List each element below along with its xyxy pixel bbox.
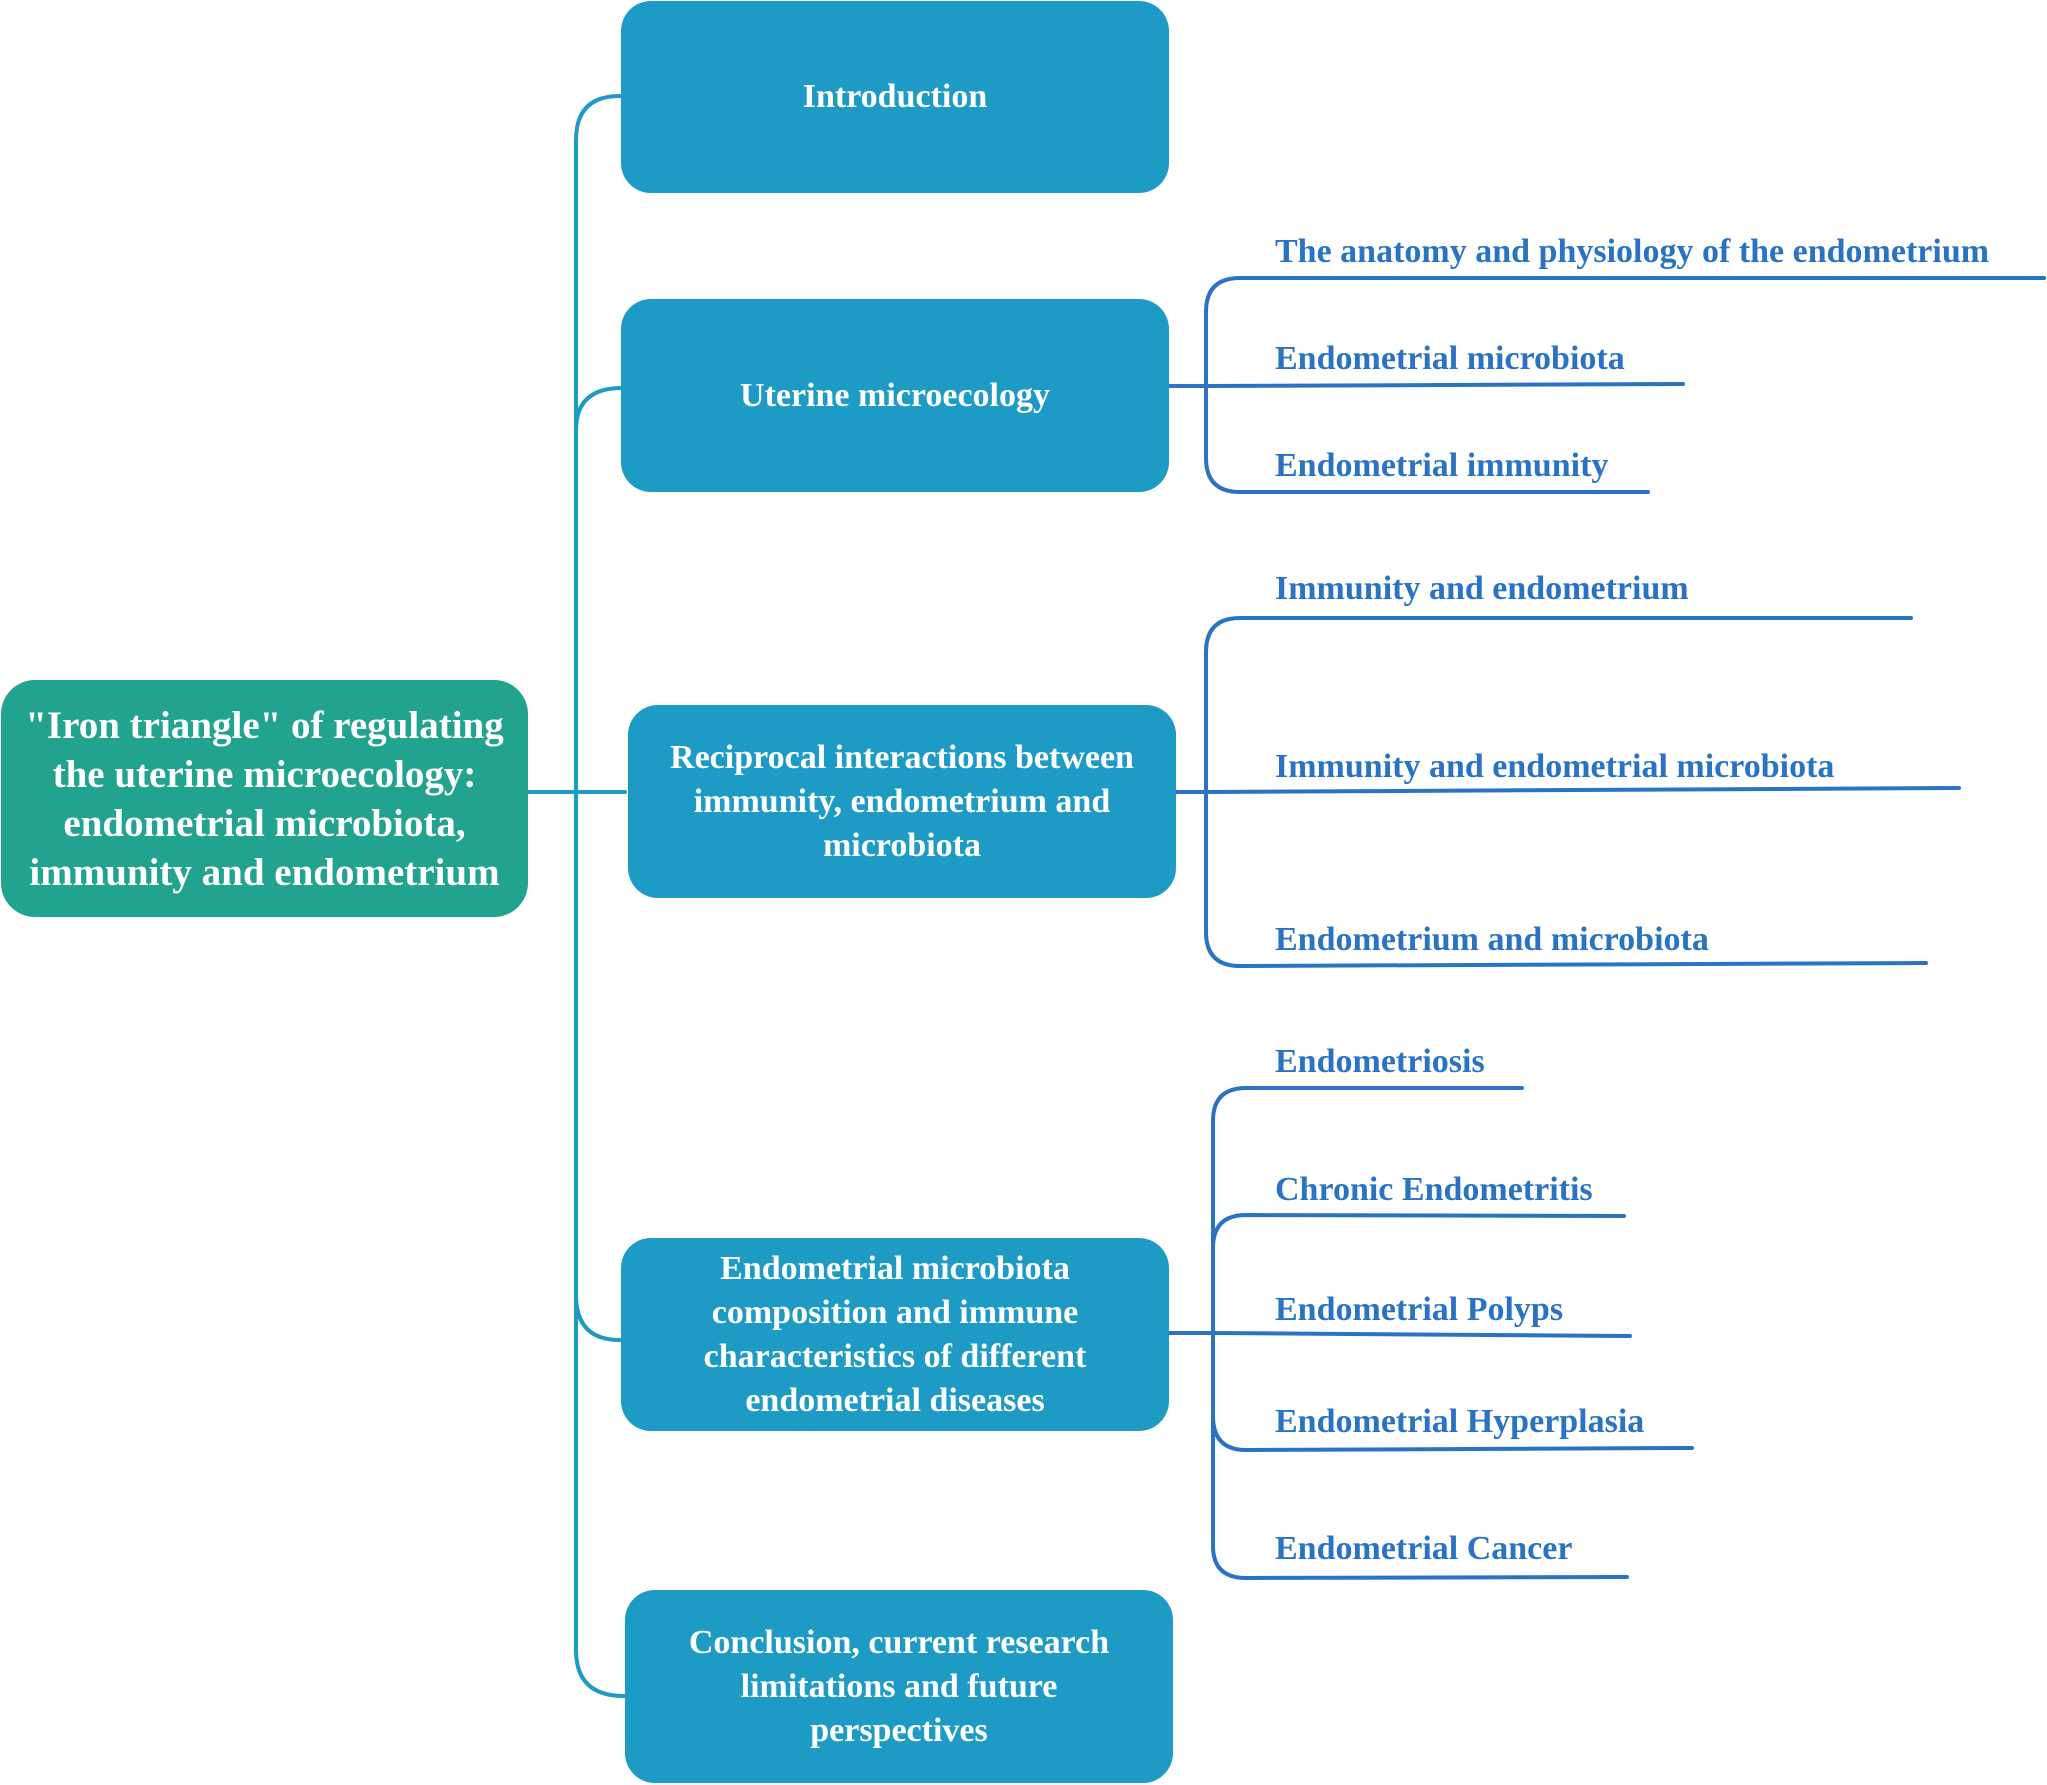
branch-endometrial-diseases-label: Endometrial microbiota composition and i… <box>703 1249 1087 1419</box>
branch-reciprocal-interactions: Reciprocal interactions between immunity… <box>628 705 1176 898</box>
spine-tick-uterine <box>574 386 624 432</box>
leaf-endometrial-cancer: Endometrial Cancer <box>1275 1530 1573 1567</box>
underline-imm-micro <box>1204 786 1961 794</box>
branch-introduction: Introduction <box>621 1 1169 193</box>
branch-reciprocal-interactions-label: Reciprocal interactions between immunity… <box>670 738 1134 864</box>
leaf-endometrial-polyps: Endometrial Polyps <box>1275 1291 1564 1328</box>
leaf-endometrial-hyperplasia: Endometrial Hyperplasia <box>1275 1403 1645 1440</box>
leaf-immunity-endometrium: Immunity and endometrium <box>1275 570 1689 607</box>
spine-tick-disease <box>574 1293 622 1342</box>
leaf-endometrium-microbiota: Endometrium and microbiota <box>1275 921 1709 958</box>
leaf-anatomy-physiology: The anatomy and physiology of the endome… <box>1275 233 1990 270</box>
root-node: "Iron triangle" of regulating the uterin… <box>1 680 528 917</box>
underline-hyperplasia <box>1211 1414 1694 1453</box>
leaf-immunity-microbiota: Immunity and endometrial microbiota <box>1275 748 1835 785</box>
leaf-endometrial-immunity: Endometrial immunity <box>1275 447 1609 484</box>
branch-uterine-microecology: Uterine microecology <box>621 299 1169 492</box>
leaf-endometriosis: Endometriosis <box>1275 1043 1485 1080</box>
branch-endometrial-diseases: Endometrial microbiota composition and i… <box>621 1238 1169 1431</box>
leaf-chronic-endometritis: Chronic Endometritis <box>1275 1171 1593 1208</box>
underline-microbiota <box>1204 382 1685 388</box>
main-spine <box>574 94 626 1698</box>
branch-conclusion: Conclusion, current research limitations… <box>625 1590 1173 1783</box>
branch-conclusion-label: Conclusion, current research limitations… <box>688 1623 1110 1749</box>
branch-introduction-label: Introduction <box>802 78 988 115</box>
underline-polyps <box>1211 1331 1632 1338</box>
branch-uterine-microecology-label: Uterine microecology <box>740 376 1050 414</box>
underline-endo-micro <box>1238 961 1928 968</box>
underline-cancer <box>1244 1575 1629 1580</box>
leaf-endometrial-microbiota: Endometrial microbiota <box>1275 340 1625 377</box>
root-node-label: "Iron triangle" of regulating the uterin… <box>25 703 504 894</box>
underline-chronic <box>1211 1213 1626 1250</box>
